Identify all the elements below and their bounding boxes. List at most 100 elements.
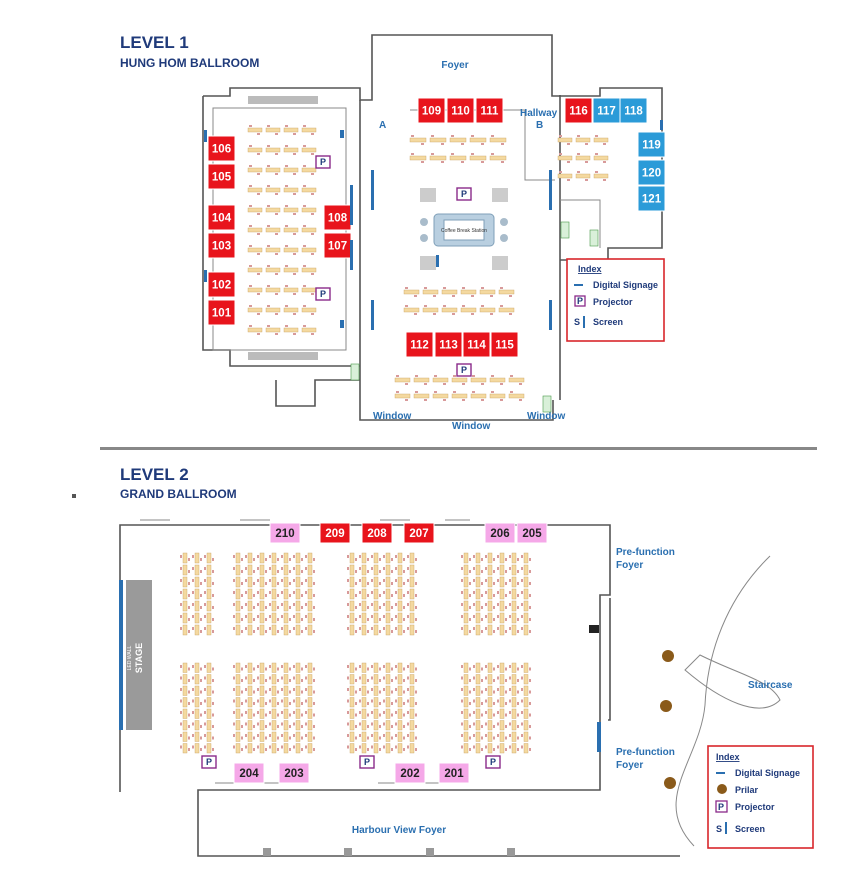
chair bbox=[505, 558, 507, 561]
chair bbox=[301, 748, 303, 751]
chair bbox=[188, 748, 190, 751]
booth-203[interactable]: 203 bbox=[278, 762, 310, 784]
booth-118[interactable]: 118 bbox=[619, 97, 648, 124]
booth-box[interactable] bbox=[207, 232, 236, 259]
chair bbox=[371, 555, 373, 558]
table bbox=[487, 662, 493, 673]
booth-114[interactable]: 114 bbox=[462, 331, 491, 358]
booth-208[interactable]: 208 bbox=[361, 522, 393, 544]
chair bbox=[245, 603, 247, 606]
booth-box[interactable] bbox=[278, 762, 310, 784]
chair bbox=[241, 618, 243, 621]
table bbox=[349, 697, 355, 708]
booth-box[interactable] bbox=[207, 204, 236, 231]
table bbox=[295, 685, 301, 696]
chair bbox=[603, 161, 606, 163]
booth-box[interactable] bbox=[438, 762, 470, 784]
chair bbox=[241, 594, 243, 597]
booth-box[interactable] bbox=[434, 331, 463, 358]
booth-205[interactable]: 205 bbox=[516, 522, 548, 544]
booth-111[interactable]: 111 bbox=[475, 97, 504, 124]
booth-117[interactable]: 117 bbox=[592, 97, 621, 124]
booth-103[interactable]: 103 bbox=[207, 232, 236, 259]
booth-112[interactable]: 112 bbox=[405, 331, 434, 358]
booth-109[interactable]: 109 bbox=[417, 97, 446, 124]
booth-box[interactable] bbox=[592, 97, 621, 124]
booth-201[interactable]: 201 bbox=[438, 762, 470, 784]
chair bbox=[293, 567, 295, 570]
booth-box[interactable] bbox=[207, 135, 236, 162]
booth-102[interactable]: 102 bbox=[207, 271, 236, 298]
booth-box[interactable] bbox=[233, 762, 265, 784]
booth-121[interactable]: 121 bbox=[637, 185, 666, 212]
chair bbox=[301, 725, 303, 728]
booth-box[interactable] bbox=[207, 163, 236, 190]
booth-202[interactable]: 202 bbox=[394, 762, 426, 784]
chair bbox=[415, 630, 417, 633]
table bbox=[265, 287, 281, 293]
booth-box[interactable] bbox=[475, 97, 504, 124]
booth-113[interactable]: 113 bbox=[434, 331, 463, 358]
pillar-icon bbox=[664, 777, 676, 789]
level1-subtitle: HUNG HOM BALLROOM bbox=[120, 56, 259, 70]
chair bbox=[359, 722, 361, 726]
booth-box[interactable] bbox=[361, 522, 393, 544]
booth-120[interactable]: 120 bbox=[637, 159, 666, 186]
booth-box[interactable] bbox=[403, 522, 435, 544]
chair bbox=[192, 603, 194, 606]
booth-110[interactable]: 110 bbox=[446, 97, 475, 124]
booth-box[interactable] bbox=[462, 331, 491, 358]
chair bbox=[453, 391, 456, 393]
booth-106[interactable]: 106 bbox=[207, 135, 236, 162]
booth-box[interactable] bbox=[207, 271, 236, 298]
booth-box[interactable] bbox=[394, 762, 426, 784]
chair bbox=[192, 711, 194, 714]
booth-107[interactable]: 107 bbox=[323, 232, 352, 259]
booth-101[interactable]: 101 bbox=[207, 299, 236, 326]
booth-box[interactable] bbox=[319, 522, 351, 544]
booth-box[interactable] bbox=[207, 299, 236, 326]
chair bbox=[505, 570, 507, 573]
table bbox=[247, 731, 253, 742]
booth-206[interactable]: 206 bbox=[484, 522, 516, 544]
chair bbox=[267, 205, 270, 207]
table bbox=[307, 624, 313, 636]
booth-209[interactable]: 209 bbox=[319, 522, 351, 544]
booth-207[interactable]: 207 bbox=[403, 522, 435, 544]
chair bbox=[188, 679, 190, 682]
chair bbox=[415, 690, 417, 694]
chair bbox=[245, 627, 247, 630]
chair bbox=[200, 630, 202, 633]
booth-104[interactable]: 104 bbox=[207, 204, 236, 231]
booth-box[interactable] bbox=[417, 97, 446, 124]
chair bbox=[313, 570, 315, 573]
booth-204[interactable]: 204 bbox=[233, 762, 265, 784]
booth-box[interactable] bbox=[269, 522, 301, 544]
table bbox=[349, 708, 355, 719]
booth-116[interactable]: 116 bbox=[564, 97, 593, 124]
booth-box[interactable] bbox=[323, 204, 352, 231]
booth-box[interactable] bbox=[405, 331, 434, 358]
booth-115[interactable]: 115 bbox=[490, 331, 519, 358]
booth-box[interactable] bbox=[490, 331, 519, 358]
table bbox=[361, 731, 367, 742]
booth-box[interactable] bbox=[619, 97, 648, 124]
booth-box[interactable] bbox=[637, 185, 666, 212]
chair bbox=[505, 606, 507, 609]
booth-box[interactable] bbox=[516, 522, 548, 544]
booth-box[interactable] bbox=[637, 131, 666, 158]
table bbox=[511, 600, 517, 612]
chair bbox=[233, 676, 235, 680]
chair bbox=[497, 665, 499, 668]
chair bbox=[265, 606, 267, 609]
booth-box[interactable] bbox=[446, 97, 475, 124]
booth-box[interactable] bbox=[484, 522, 516, 544]
booth-box[interactable] bbox=[564, 97, 593, 124]
booth-108[interactable]: 108 bbox=[323, 204, 352, 231]
booth-210[interactable]: 210 bbox=[269, 522, 301, 544]
booth-119[interactable]: 119 bbox=[637, 131, 666, 158]
booth-105[interactable]: 105 bbox=[207, 163, 236, 190]
prefunction-foyer-bottom-line2: Foyer bbox=[616, 760, 643, 771]
chair bbox=[371, 734, 373, 737]
booth-box[interactable] bbox=[637, 159, 666, 186]
